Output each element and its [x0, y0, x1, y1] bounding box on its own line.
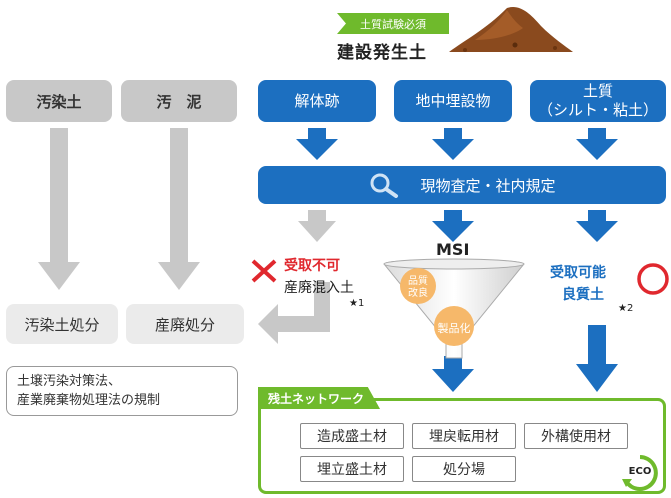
contaminated-soil-box: 汚染土	[6, 80, 112, 122]
note-1-mark: ★1	[349, 298, 365, 309]
surplus-soil-network-title: 残土ネットワーク	[258, 387, 381, 409]
not-acceptable-label: 受取不可	[284, 258, 340, 274]
msi-label: MSI	[436, 240, 470, 259]
underground-objects-box: 地中埋設物	[394, 80, 512, 122]
soil-silt-clay-box: 土質 （シルト・粘土）	[530, 80, 666, 122]
acceptable-label: 受取可能	[550, 265, 606, 281]
network-item-exterior-material: 外構使用材	[524, 423, 628, 449]
regulation-note: 土壌汚染対策法、 産業廃棄物処理法の規制	[6, 366, 238, 416]
soil-test-required-badge: 土質試験必須	[337, 13, 449, 34]
msi-funnel	[383, 258, 525, 359]
contaminated-soil-disposal-box: 汚染土処分	[6, 304, 118, 344]
network-item-land-fill-material: 造成盛土材	[300, 423, 404, 449]
sludge-box: 汚 泥	[121, 80, 237, 122]
inspection-assessment-bar: 現物査定・社内規定	[258, 166, 666, 204]
eco-recycle-icon	[622, 455, 658, 491]
note-2-mark: ★2	[618, 303, 634, 314]
network-item-disposal-site: 処分場	[412, 456, 516, 482]
network-item-backfill-material: 埋戻転用材	[412, 423, 516, 449]
construction-soil-title: 建設発生土	[337, 43, 427, 63]
cross-mark-icon	[251, 259, 277, 283]
good-quality-soil-label: 良質土	[562, 287, 604, 303]
network-item-reclamation-material: 埋立盛土材	[300, 456, 404, 482]
productization-bubble: 製品化	[437, 322, 471, 335]
magnifier-icon	[370, 173, 399, 198]
industrial-waste-disposal-box: 産廃処分	[126, 304, 244, 344]
eco-label: ECO	[628, 466, 652, 477]
demolition-site-box: 解体跡	[258, 80, 376, 122]
quality-improvement-bubble: 品質 改良	[408, 276, 428, 299]
industrial-waste-mixed-soil-label: 産廃混入土	[284, 280, 354, 296]
circle-mark-icon	[637, 263, 669, 295]
soil-pile-image	[449, 6, 573, 52]
